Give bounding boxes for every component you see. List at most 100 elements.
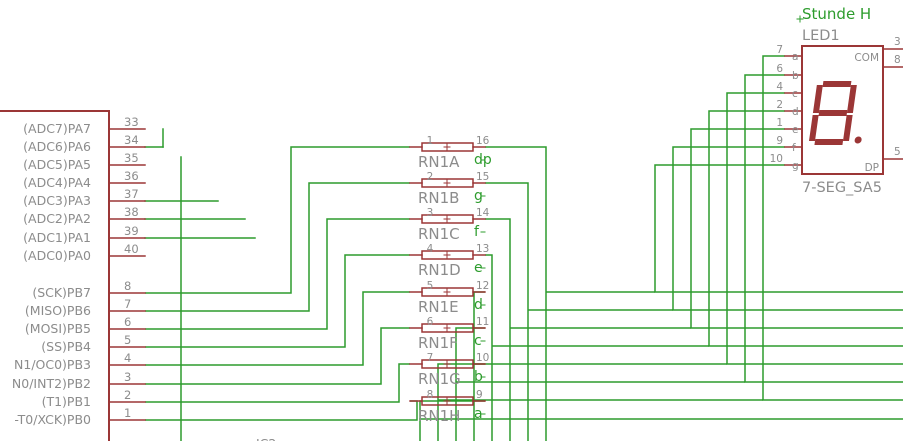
mcu-pin-label: (ADC5)PA5 <box>23 157 91 172</box>
display-name: LED1 <box>802 28 840 44</box>
mcu-pin-number: 36 <box>124 169 139 183</box>
display-pin-segment: g <box>792 160 799 172</box>
display-pin-segment: e <box>792 124 798 136</box>
mcu-pin-label: N0/INT2)PB2 <box>12 376 91 391</box>
resistor-name: RN1G <box>418 370 461 388</box>
wire <box>145 254 410 348</box>
display-title: Stunde H <box>802 5 871 23</box>
wire <box>145 146 410 294</box>
mcu-pin-label: (ADC1)PA1 <box>23 230 91 245</box>
mcu-pin-number: 1 <box>124 406 131 420</box>
resistor-pin-left: 8 <box>427 389 434 401</box>
wire-layer <box>144 55 903 441</box>
mcu-pin-label: (ADC4)PA4 <box>23 175 91 190</box>
resistor-segment-label: a <box>474 406 483 422</box>
mcu-pin-number: 40 <box>124 242 139 256</box>
mcu-pin-label: (ADC2)PA2 <box>23 211 91 226</box>
display-value: 7-SEG_SA5 <box>802 180 882 196</box>
seven-seg-glyph <box>808 81 862 145</box>
mcu-pin-number: 34 <box>124 133 139 147</box>
display-pin-number: 7 <box>776 44 783 56</box>
display-com-label: COM <box>854 52 879 64</box>
resistor-name: RN1C <box>418 225 460 243</box>
wire <box>145 182 410 312</box>
display-right-pin-number: 8 <box>894 54 901 66</box>
mcu-pin-number: 7 <box>124 297 131 311</box>
mcu-pin-number: 37 <box>124 187 139 201</box>
resistor-name: RN1B <box>418 189 459 207</box>
mcu-pin-number: 2 <box>124 388 131 402</box>
display-pin-segment: a <box>792 51 798 63</box>
mcu-name-label: IC2 <box>256 436 276 441</box>
mcu-pin-number: 35 <box>124 151 139 165</box>
resistor-pin-right: 14 <box>476 207 490 219</box>
resistor-segment-label: b <box>474 369 483 385</box>
mcu-pin-label: (SCK)PB7 <box>32 285 91 300</box>
glyph-segment <box>842 115 853 141</box>
resistor-pin-left: 7 <box>427 352 434 364</box>
mcu-pin-number: 33 <box>124 115 139 129</box>
mcu-pin-label: (T1)PB1 <box>42 394 91 409</box>
mcu-pin-number: 3 <box>124 370 131 384</box>
wire <box>485 254 493 441</box>
mcu-pin-number: 38 <box>124 205 139 219</box>
wire <box>485 182 529 441</box>
resistor-name: RN1D <box>418 261 461 279</box>
resistor-pin-left: 1 <box>427 135 434 147</box>
wire <box>437 363 485 441</box>
wire <box>145 363 410 403</box>
glyph-decimal-point <box>854 136 862 144</box>
glyph-segment <box>846 85 857 113</box>
resistor-segment-label: f <box>474 224 480 240</box>
resistor-segment-label: c <box>474 333 482 349</box>
display-pin-segment: d <box>792 106 799 118</box>
wire <box>145 400 418 421</box>
mcu-pin-label: (MOSI)PB5 <box>25 321 91 336</box>
display-body <box>801 45 884 175</box>
glyph-segment <box>812 85 823 113</box>
mcu-pin-number: 39 <box>124 224 139 238</box>
wire <box>145 327 410 385</box>
display-right-pin-number: 3 <box>894 36 901 48</box>
resistor-pin-left: 5 <box>427 280 434 292</box>
resistor-pin-left: 4 <box>427 243 434 255</box>
wire <box>672 146 785 310</box>
part-layer <box>0 45 903 441</box>
glyph-segment <box>808 115 819 141</box>
resistor-pin-left: 3 <box>427 207 434 219</box>
mcu-pin-label: (ADC3)PA3 <box>23 193 91 208</box>
display-pin-number: 2 <box>776 99 783 111</box>
resistor-name: RN1H <box>418 407 460 425</box>
wire <box>690 128 785 328</box>
wire <box>485 218 511 441</box>
resistor-segment-label: g <box>474 188 483 204</box>
resistor-pin-right: 13 <box>476 243 489 255</box>
mcu-pin-number: 4 <box>124 351 131 365</box>
resistor-pin-left: 2 <box>427 171 434 183</box>
display-pin-number: 6 <box>776 63 783 75</box>
display-pin-segment: b <box>792 70 799 82</box>
display-pin-number: 9 <box>776 135 783 147</box>
mcu-pin-label: (ADC7)PA7 <box>23 121 91 136</box>
resistor-pin-left: 6 <box>427 316 434 328</box>
mcu-pin-label: (MISO)PB6 <box>25 303 91 318</box>
wire <box>726 92 785 364</box>
resistor-pin-right: 9 <box>476 389 483 401</box>
resistor-pin-right: 11 <box>476 316 489 328</box>
display-dp-label: DP <box>865 162 879 174</box>
wire <box>708 110 785 346</box>
resistor-name: RN1E <box>418 298 459 316</box>
display-pin-number: 10 <box>770 153 783 165</box>
mcu-pin-label: (SS)PB4 <box>41 339 91 354</box>
wire <box>762 55 785 400</box>
wire <box>485 146 547 441</box>
mcu-pin-number: 8 <box>124 279 131 293</box>
wire <box>654 164 785 292</box>
mcu-pin-label: N1/OC0)PB3 <box>14 357 91 372</box>
mcu-pin-label: (ADC6)PA6 <box>23 139 91 154</box>
display-pin-number: 1 <box>776 117 783 129</box>
mcu-pin-number: 6 <box>124 315 131 329</box>
display-pin-segment: c <box>792 88 798 100</box>
